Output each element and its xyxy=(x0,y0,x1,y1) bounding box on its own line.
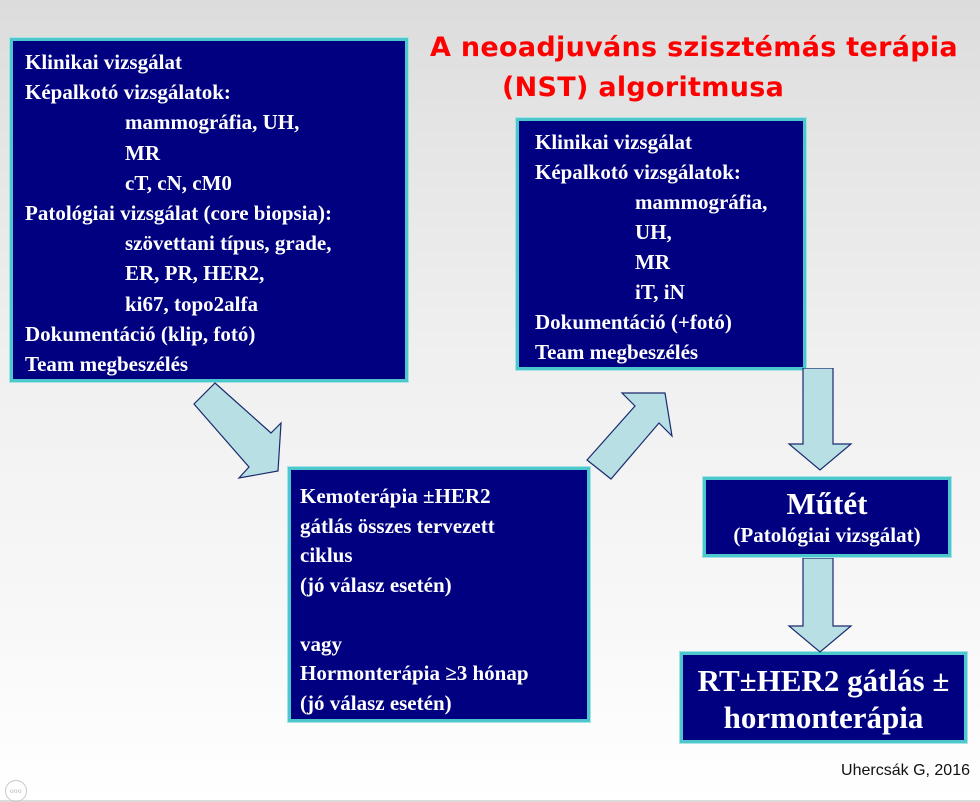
arrow-up-right-icon xyxy=(586,392,673,480)
box-line: szövettani típus, grade, xyxy=(125,231,332,256)
box-line: Klinikai vizsgálat xyxy=(535,130,692,154)
box-line: MR xyxy=(635,250,670,274)
box-line: (jó válasz esetén) xyxy=(300,572,452,597)
box-line: Dokumentáció (+fotó) xyxy=(535,310,732,334)
box-line: iT, iN xyxy=(635,280,685,304)
box-line: (jó válasz esetén) xyxy=(300,690,452,715)
box-blank-line xyxy=(300,600,587,630)
box-line: Patológiai vizsgálat (core biopsia): xyxy=(25,201,332,226)
box-line: Team megbeszélés xyxy=(25,352,189,377)
box-line: Képalkotó vizsgálatok: xyxy=(25,80,231,105)
neoadjuvant-therapy-box: Kemoterápia ±HER2 gátlás összes tervezet… xyxy=(288,467,590,722)
box-line: UH, xyxy=(635,220,672,244)
box-line: Hormonterápia ≥3 hónap xyxy=(300,661,529,685)
surgery-title: Műtét xyxy=(786,486,868,521)
box-line: Klinikai vizsgálat xyxy=(25,50,182,74)
box-line: mammográfia, UH, xyxy=(125,110,300,135)
box-line: ki67, topo2alfa xyxy=(125,291,259,316)
box-line: Team megbeszélés xyxy=(535,340,699,364)
initial-workup-box: Klinikai vizsgálat Képalkotó vizsgálatok… xyxy=(10,38,408,382)
slide-title-line-1: A neoadjuváns szisztémás terápia xyxy=(430,32,958,63)
surgery-subtitle: (Patológiai vizsgálat) xyxy=(733,523,921,547)
arrow-down-icon xyxy=(787,368,853,471)
box-line: Képalkotó vizsgálatok: xyxy=(535,160,741,184)
slide-title: A neoadjuváns szisztémás terápia (NST) a… xyxy=(430,28,980,108)
slide-title-line-2: (NST) algoritmusa xyxy=(502,72,785,103)
box-line: Dokumentáció (klip, fotó) xyxy=(25,321,256,346)
adjuvant-therapy-box: RT±HER2 gátlás ± hormonterápia xyxy=(680,652,967,743)
interim-evaluation-box: Klinikai vizsgálat Képalkotó vizsgálatok… xyxy=(516,118,806,370)
box-line: MR xyxy=(125,140,160,165)
adjuvant-line-2: hormonterápia xyxy=(723,700,924,735)
surgery-box: Műtét (Patológiai vizsgálat) xyxy=(703,477,951,557)
arrow-down-icon xyxy=(787,558,853,653)
box-line: ciklus xyxy=(300,543,353,567)
box-line: cT, cN, cM0 xyxy=(125,170,232,195)
box-line: vagy xyxy=(300,631,342,656)
arrow-down-right-icon xyxy=(193,382,282,479)
box-line: Kemoterápia ±HER2 xyxy=(300,484,491,508)
box-line: gátlás összes tervezett xyxy=(300,513,495,538)
citation: Uhercsák G, 2016 xyxy=(841,762,970,779)
slide-menu-icon[interactable]: ooo xyxy=(5,780,27,802)
box-line: mammográfia, xyxy=(635,190,768,214)
adjuvant-line-1: RT±HER2 gátlás ± xyxy=(697,663,950,698)
box-line: ER, PR, HER2, xyxy=(125,261,265,286)
